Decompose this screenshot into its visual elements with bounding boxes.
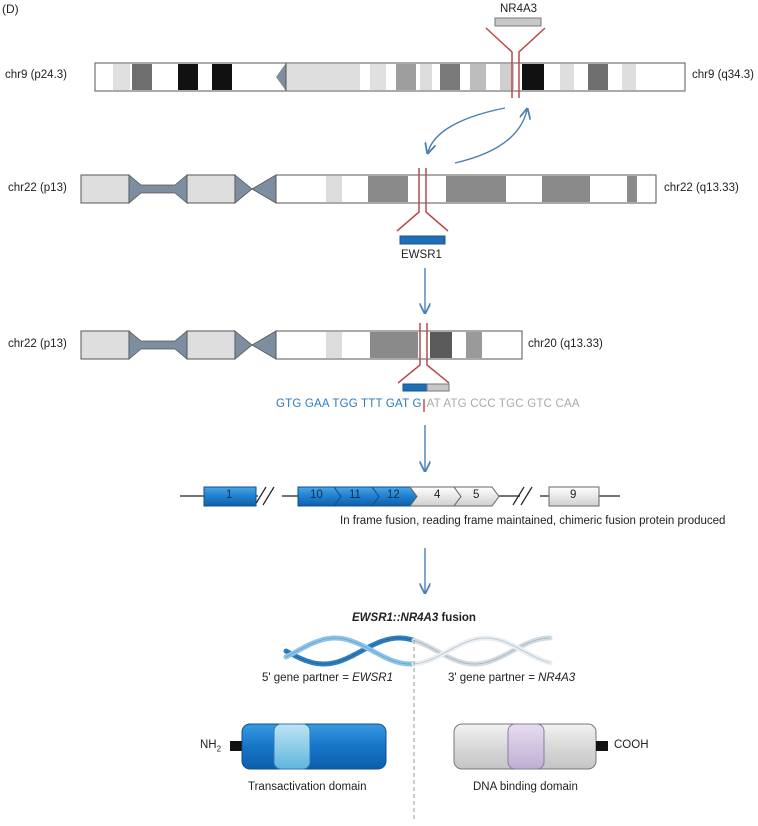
fusion-breakpoint xyxy=(397,323,450,384)
helix-strand-edge xyxy=(285,637,415,665)
three-prime-gene: NR4A3 xyxy=(538,672,576,684)
fusion-title-suffix: fusion xyxy=(438,612,476,624)
fusion-note: In frame fusion, reading frame maintaine… xyxy=(340,515,726,527)
exon-4-label: 4 xyxy=(434,489,441,501)
helix-strand-edge xyxy=(413,637,550,665)
translocation-arrow-down xyxy=(428,107,506,152)
cooh-label: COOH xyxy=(614,739,649,751)
dna-helix xyxy=(283,635,553,667)
fusion-gene-name: EWSR1::NR4A3 xyxy=(352,612,439,624)
chr22-q-label: chr22 (q13.33) xyxy=(664,182,739,194)
nh2-label: NH2 xyxy=(200,739,221,753)
chr9-chromosome xyxy=(94,62,686,92)
ewsr1-sequence: GTG GAA TGG TTT GAT G xyxy=(276,398,422,410)
three-prime-partner: 3' gene partner = NR4A3 xyxy=(448,672,575,684)
junction-sequence: GTG GAA TGG TTT GAT G AT ATG CCC TGC GTC … xyxy=(276,398,580,410)
derivative-chromosome xyxy=(80,330,523,360)
nr4a3-breakpoint xyxy=(485,27,546,98)
nh2-subscript: 2 xyxy=(216,744,222,754)
der-chr22-p-label: chr22 (p13) xyxy=(8,338,67,350)
helix-strand-edge xyxy=(413,637,551,665)
chr9-q-label: chr9 (q34.3) xyxy=(692,69,755,81)
ewsr1-protein xyxy=(230,723,387,770)
chr22-p-label: chr22 (p13) xyxy=(8,182,67,194)
translocation-arrow-up xyxy=(454,110,527,164)
chr22-chromosome xyxy=(80,174,657,204)
five-prime-partner: 5' gene partner = EWSR1 xyxy=(262,672,393,684)
three-prime-prefix: 3' gene partner = xyxy=(448,672,539,684)
five-prime-gene: EWSR1 xyxy=(352,672,394,684)
exon-10-label: 10 xyxy=(310,489,323,501)
exon-12-label: 12 xyxy=(387,489,400,501)
ewsr1-label: EWSR1 xyxy=(401,249,442,261)
dna-binding-domain-label: DNA binding domain xyxy=(473,781,578,793)
fusion-gene-bar-nr4a3 xyxy=(426,383,450,392)
exon-structure xyxy=(180,486,620,507)
nr4a3-label: NR4A3 xyxy=(500,3,538,15)
chr20-q-label: chr20 (q13.33) xyxy=(528,338,603,350)
transactivation-domain-highlight xyxy=(273,723,311,770)
nh2-text: NH xyxy=(200,739,217,751)
exon-9-label: 9 xyxy=(570,489,577,501)
nr4a3-gene-bar xyxy=(494,17,542,27)
nr4a3-protein xyxy=(453,723,608,770)
ewsr1-gene-bar xyxy=(399,235,446,245)
helix-strand-edge xyxy=(285,637,415,665)
panel-label: (D) xyxy=(2,2,19,16)
fusion-gene-bar-ewsr1 xyxy=(402,383,428,392)
fusion-title: EWSR1::NR4A3 fusion xyxy=(352,612,476,624)
five-prime-prefix: 5' gene partner = xyxy=(262,672,353,684)
exon-5-label: 5 xyxy=(473,489,480,501)
chr9-p-label: chr9 (p24.3) xyxy=(5,69,68,81)
dna-binding-domain-highlight xyxy=(507,723,545,770)
transactivation-domain-label: Transactivation domain xyxy=(248,781,367,793)
ewsr1-breakpoint xyxy=(396,168,449,232)
nr4a3-sequence: AT ATG CCC TGC GTC CAA xyxy=(426,398,580,410)
exon-1-label: 1 xyxy=(226,489,233,501)
exon-11-label: 11 xyxy=(349,489,361,501)
